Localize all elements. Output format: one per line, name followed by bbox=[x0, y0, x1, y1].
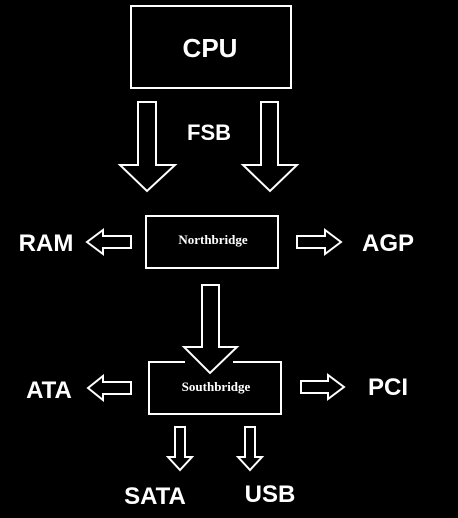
ata-arrow bbox=[86, 373, 132, 403]
southbridge-label: Southbridge bbox=[182, 379, 251, 394]
northbridge-box bbox=[145, 215, 279, 269]
cpu-box bbox=[130, 5, 292, 89]
northbridge-label: Northbridge bbox=[178, 232, 248, 247]
agp-arrow bbox=[296, 228, 343, 256]
usb-arrow bbox=[235, 426, 265, 472]
sata-arrow bbox=[165, 426, 195, 472]
pci-label: PCI bbox=[368, 374, 408, 401]
nb-to-sb-arrow bbox=[181, 284, 240, 375]
agp-label: AGP bbox=[362, 230, 414, 257]
fsb-arrow-right bbox=[240, 101, 300, 193]
pci-arrow bbox=[300, 373, 346, 401]
cpu-label: CPU bbox=[183, 33, 238, 63]
sata-label: SATA bbox=[124, 483, 186, 510]
usb-label: USB bbox=[245, 481, 296, 508]
southbridge-box bbox=[148, 361, 282, 415]
ata-label: ATA bbox=[26, 377, 72, 404]
ram-arrow bbox=[85, 228, 132, 256]
ram-label: RAM bbox=[19, 230, 74, 257]
fsb-label: FSB bbox=[187, 120, 231, 145]
fsb-arrow-left bbox=[117, 101, 178, 193]
